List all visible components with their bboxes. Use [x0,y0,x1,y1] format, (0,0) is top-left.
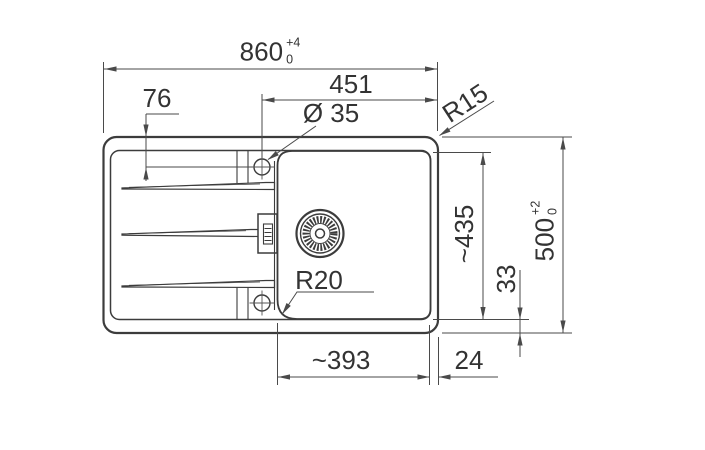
dim-tap-to-right-edge: 451 [329,69,373,99]
tap-hole-bottom [249,290,275,316]
overflow-fitting [257,213,278,254]
dim-bowl-length: ~435 [449,204,479,264]
dim-right-edge-gap: 24 [454,345,484,375]
dim-total-width: 860 +4 0 [239,35,301,67]
drain-strainer [295,208,345,259]
dim-total-depth-value: 500 [529,217,560,262]
dim-bowl-corner-radius: R20 [295,265,343,295]
dim-total-depth-tolerance: +2 0 [528,200,560,215]
dim-bowl-to-edge-gap: 33 [491,264,521,294]
dim-total-width-value: 860 [239,36,284,67]
dimension-arrowheads [104,66,566,380]
dim-bowl-width: ~393 [311,345,371,375]
dim-total-width-tolerance: +4 0 [286,35,301,66]
dim-tap-hole-diameter: Ø 35 [302,98,360,128]
dim-tap-offset-top: 76 [142,83,172,113]
dim-total-depth: 500 +2 0 [528,200,560,262]
tap-hole-top [249,154,275,180]
main-bowl [273,150,432,320]
